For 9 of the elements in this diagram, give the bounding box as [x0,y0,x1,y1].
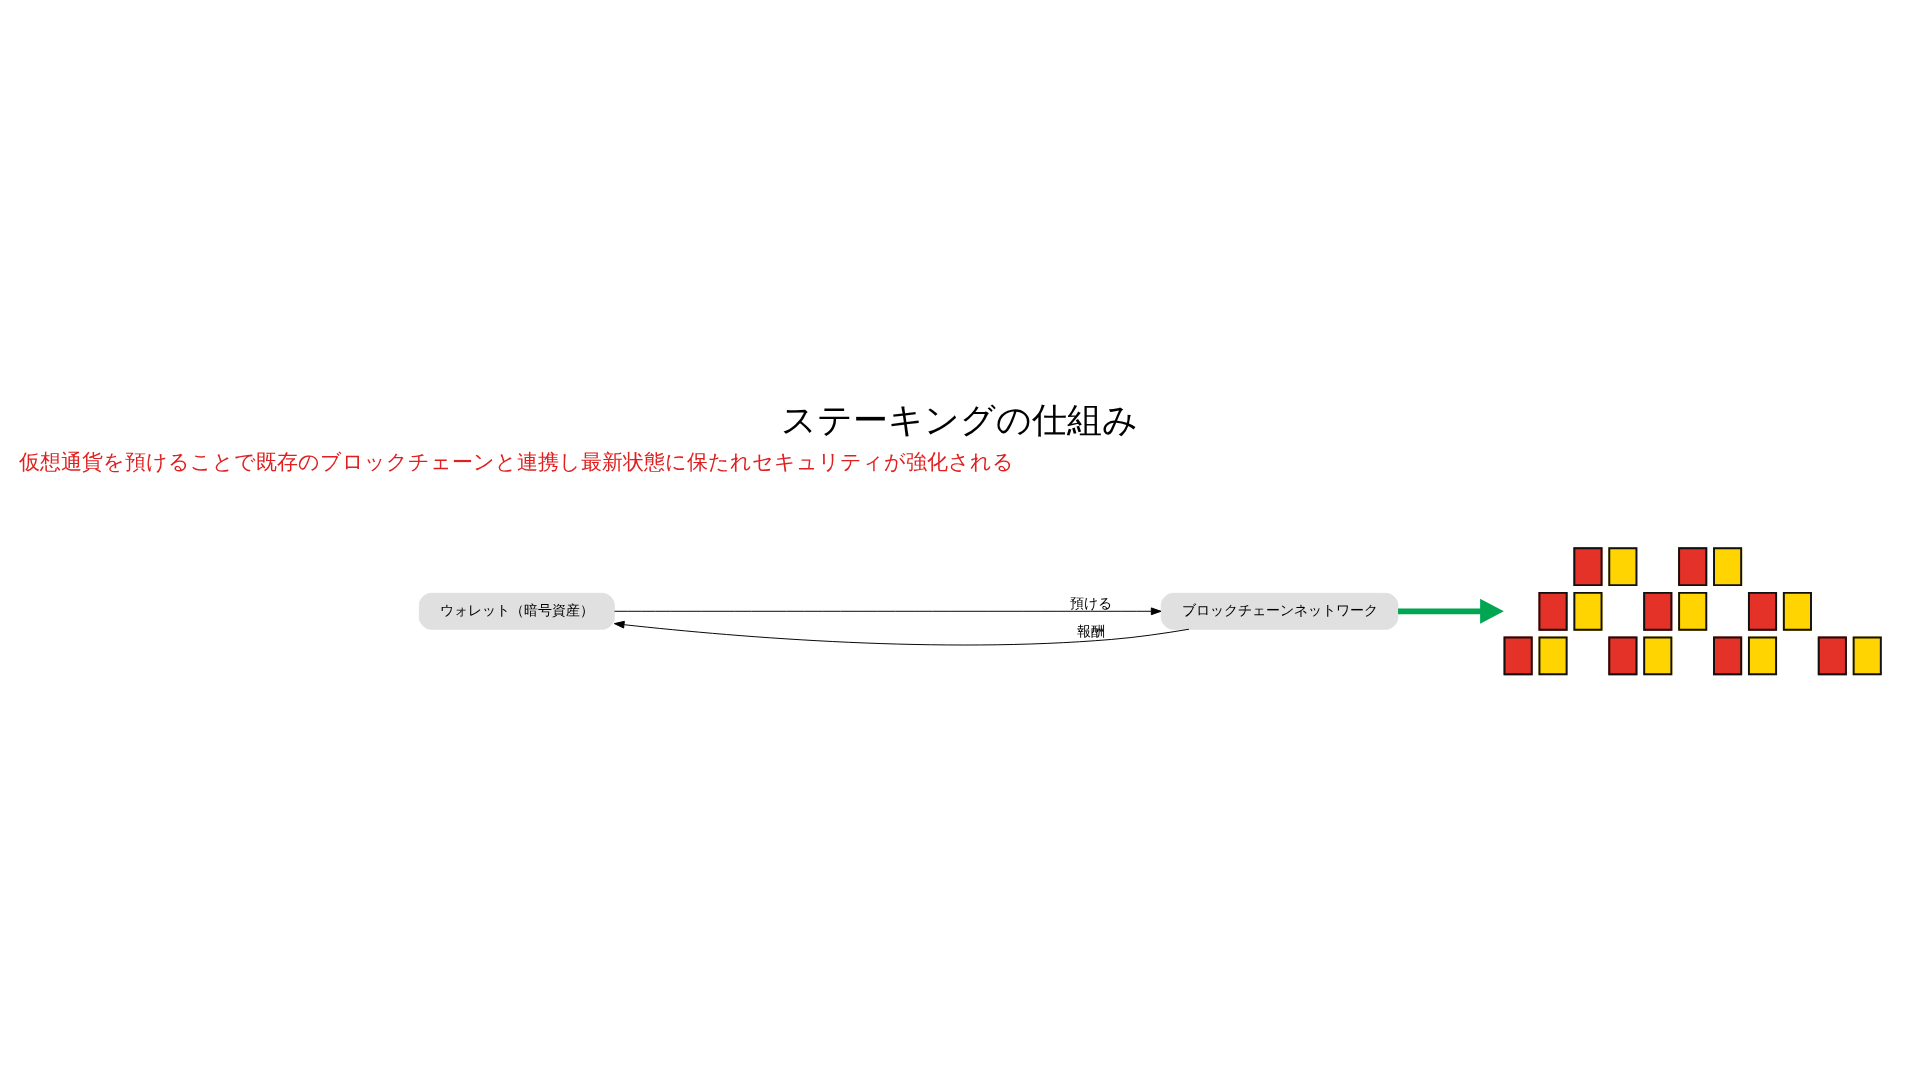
label: 仮想通貨を預けることで既存のブロックチェーンと連携し最新状態に保たれセキュリティが強化される [19,448,1015,474]
edge-label: 報酬 [1076,622,1105,639]
edge-label: 預ける [1069,594,1112,611]
arrow [613,620,1190,645]
arrow [1398,598,1504,624]
diagram-title: ステーキングの仕組み [781,399,1139,440]
node-box: ウォレット（暗号資産） [418,592,615,630]
node-box: ブロックチェーンネットワーク [1160,592,1399,630]
arrow [614,606,1162,615]
